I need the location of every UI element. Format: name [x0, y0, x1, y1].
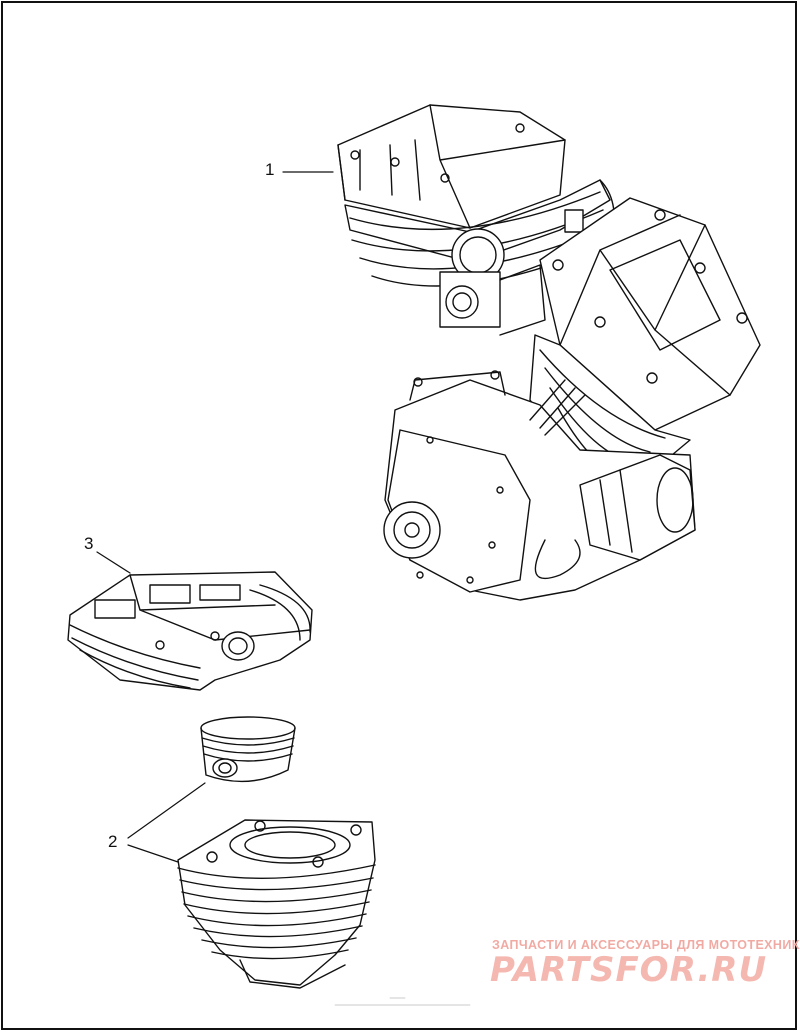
cylinder-head-illustration — [67, 571, 313, 691]
leader-line-2-cylinder — [127, 844, 179, 863]
leader-line-3 — [96, 551, 131, 574]
watermark-logo: PARTSFOR.RU — [490, 950, 768, 990]
callout-label-3: 3 — [84, 534, 94, 553]
leader-lines — [96, 171, 334, 863]
callout-label-1: 1 — [265, 160, 275, 179]
leader-line-2-piston — [127, 782, 206, 839]
cylinder-illustration — [177, 819, 376, 989]
engine-assembly-illustration — [337, 104, 761, 601]
watermark-tagline: ЗАПЧАСТИ И АКСЕССУАРЫ ДЛЯ МОТОТЕХНИКИ — [492, 938, 800, 952]
piston-illustration — [200, 716, 296, 783]
scan-artifact — [334, 997, 471, 1006]
callout-label-2: 2 — [108, 832, 118, 851]
